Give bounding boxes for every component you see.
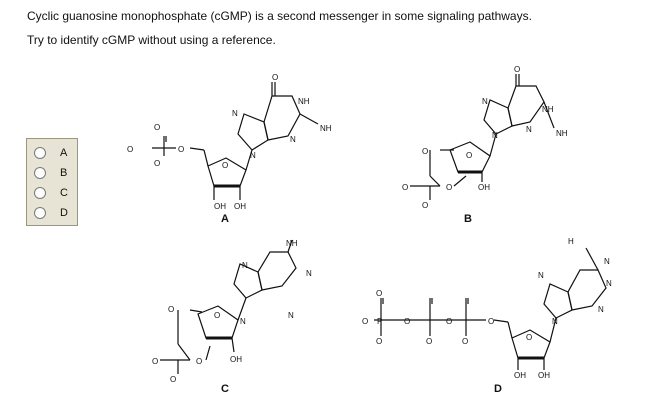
radio-c[interactable] xyxy=(34,187,46,199)
struct-a-o-carbonyl: O xyxy=(272,73,278,82)
struct-b-ring-o-top: O xyxy=(422,147,428,156)
struct-a-p-o-minus: O xyxy=(154,159,160,168)
struct-c-p-oxo: O xyxy=(152,357,158,366)
struct-b-p-oxo: O xyxy=(402,183,408,192)
struct-a-nh2: NH xyxy=(320,124,332,133)
struct-d-n7: N xyxy=(538,271,544,280)
structure-d xyxy=(374,247,607,370)
struct-b-n3: N xyxy=(526,125,532,134)
struct-a-ester-o: O xyxy=(178,145,184,154)
struct-c-n3: N xyxy=(288,311,294,320)
struct-a-n7: N xyxy=(232,109,238,118)
option-c-label: C xyxy=(60,187,68,199)
struct-a-nh: NH xyxy=(298,97,310,106)
struct-d-n3: N xyxy=(598,305,604,314)
structure-a xyxy=(152,82,319,200)
radio-b[interactable] xyxy=(34,167,46,179)
struct-a-ring-o: O xyxy=(222,161,228,170)
struct-b-n7: N xyxy=(482,97,488,106)
question-text: Cyclic guanosine monophosphate (cGMP) is… xyxy=(27,9,532,23)
struct-b-n9: N xyxy=(492,131,498,140)
radio-a[interactable] xyxy=(34,147,46,159)
struct-a-p-oxo: O xyxy=(154,123,160,132)
option-a[interactable]: A xyxy=(34,145,67,161)
answer-choices-panel: A B C D xyxy=(26,138,78,226)
structure-c xyxy=(160,239,297,374)
struct-a-oh-2: OH xyxy=(214,202,226,211)
struct-d-oh-2: OH xyxy=(514,371,526,380)
struct-d-p1-o-minus: O xyxy=(376,337,382,346)
struct-a-o-minus: O xyxy=(127,145,133,154)
struct-b-ring-o: O xyxy=(466,151,472,160)
radio-d[interactable] xyxy=(34,207,46,219)
struct-d-n9: N xyxy=(552,317,558,326)
structure-a-label: A xyxy=(221,213,229,225)
struct-b-nh: NH xyxy=(542,105,554,114)
struct-d-p1-oxo: O xyxy=(376,289,382,298)
struct-a-n3: N xyxy=(290,135,296,144)
struct-c-o-minus: O xyxy=(170,375,176,384)
struct-d-n1: N xyxy=(604,257,610,266)
structure-b xyxy=(410,74,555,200)
struct-d-p1: P xyxy=(377,317,382,326)
struct-c-n7: N xyxy=(242,261,248,270)
struct-d-ester-o: O xyxy=(488,317,494,326)
option-a-label: A xyxy=(60,147,68,159)
struct-c-ring-o: O xyxy=(214,311,220,320)
struct-d-p2-o-minus: O xyxy=(426,337,432,346)
struct-c-ester-o: O xyxy=(196,357,202,366)
structure-d-label: D xyxy=(494,383,502,395)
struct-d-ring-o: O xyxy=(526,333,532,342)
struct-d-bridge-o1: O xyxy=(404,317,410,326)
struct-d-n-ring: N xyxy=(606,279,612,288)
struct-b-o-carbonyl: O xyxy=(514,65,520,74)
struct-b-nh2: NH xyxy=(556,129,568,138)
struct-c-n9: N xyxy=(240,317,246,326)
option-c[interactable]: C xyxy=(34,185,68,201)
question-instruction: Try to identify cGMP without using a ref… xyxy=(27,33,276,47)
option-b-label: B xyxy=(60,167,68,179)
struct-d-h2n: H xyxy=(568,237,574,246)
struct-a-oh-3: OH xyxy=(234,202,246,211)
struct-d-bridge-o2: O xyxy=(446,317,452,326)
option-d[interactable]: D xyxy=(34,205,68,221)
struct-b-ester-o: O xyxy=(446,183,452,192)
struct-b-o-minus: O xyxy=(422,201,428,210)
structure-c-label: C xyxy=(221,383,229,395)
struct-c-ring-o-top: O xyxy=(168,305,174,314)
struct-d-o-minus-left: O xyxy=(362,317,368,326)
struct-d-p3-o-minus: O xyxy=(462,337,468,346)
struct-c-oh: OH xyxy=(230,355,242,364)
struct-a-n9: N xyxy=(250,151,256,160)
option-d-label: D xyxy=(60,207,68,219)
option-b[interactable]: B xyxy=(34,165,67,181)
structure-b-label: B xyxy=(464,213,472,225)
struct-c-n1: N xyxy=(306,269,312,278)
struct-d-oh-3: OH xyxy=(538,371,550,380)
struct-b-oh: OH xyxy=(478,183,490,192)
struct-c-nh2: NH xyxy=(286,239,298,248)
